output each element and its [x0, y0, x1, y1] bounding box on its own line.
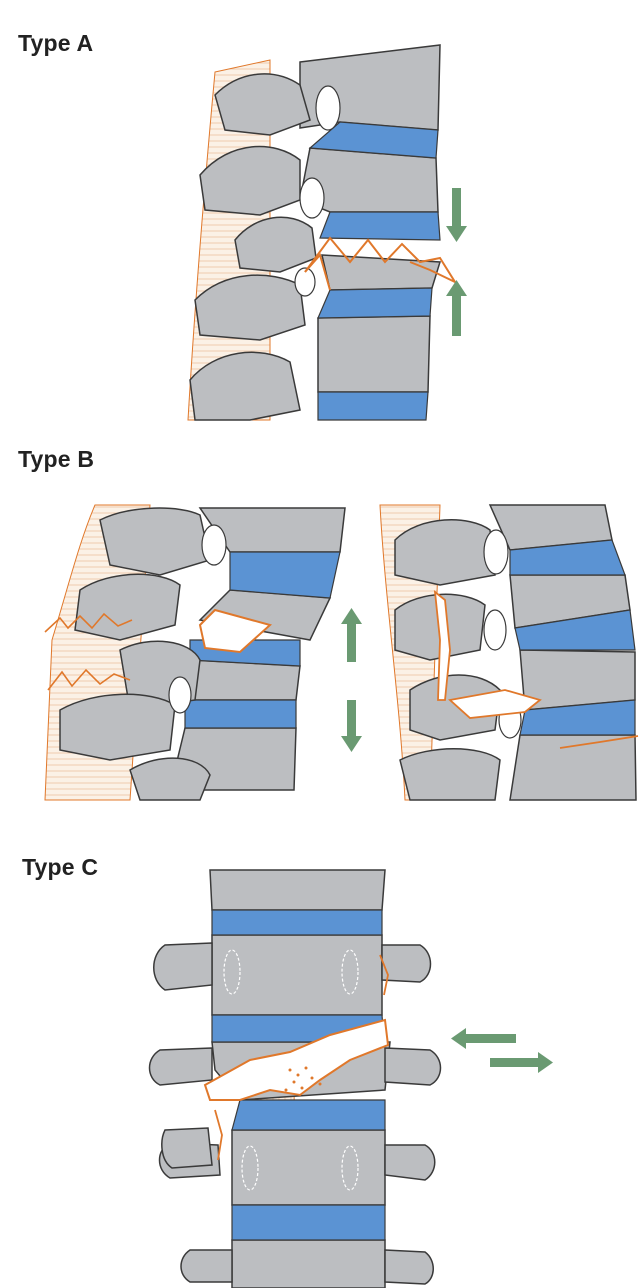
force-arrow-icon: [341, 700, 362, 752]
panel-type-b: [45, 505, 638, 800]
force-arrow-icon: [446, 188, 467, 242]
force-arrow-icon: [341, 608, 362, 662]
bone-fragment: [162, 1128, 212, 1168]
force-arrow-icon: [446, 280, 467, 336]
force-arrow-icon: [490, 1052, 553, 1073]
panel-type-a: [188, 45, 467, 420]
transverse-process: [382, 945, 441, 1284]
panel-type-c: [150, 870, 554, 1288]
force-arrow-icon: [451, 1028, 516, 1049]
